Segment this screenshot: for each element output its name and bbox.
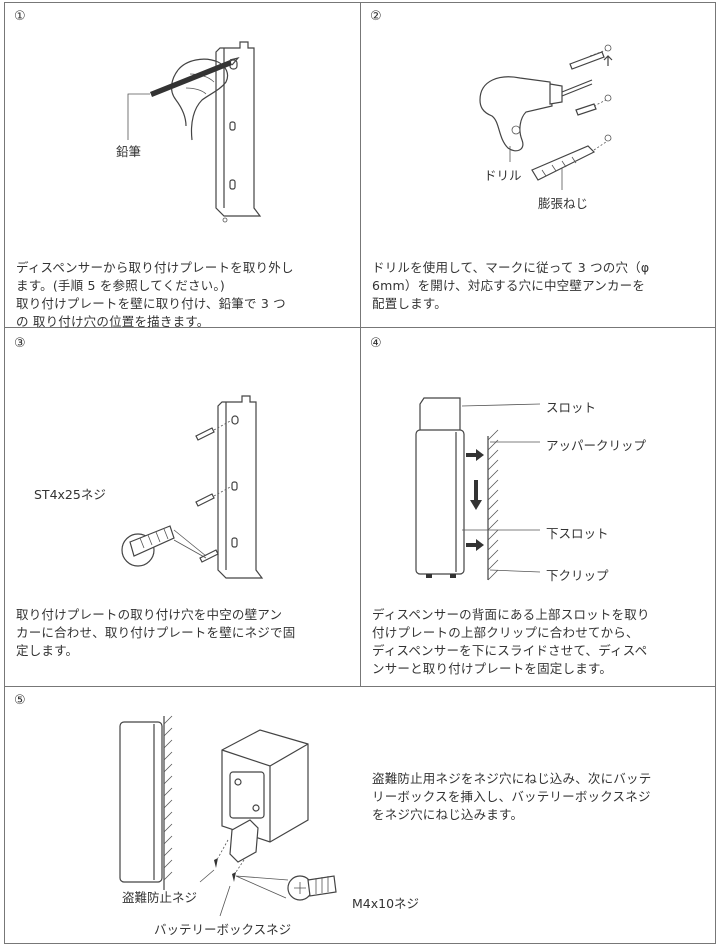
step-4-illustration: [415, 397, 541, 581]
step-3-illustration: [121, 395, 264, 579]
m4-screw-label: M4x10ネジ: [352, 896, 420, 911]
step-5-description: 盗難防止用ネジをネジ穴にねじ込み、次にバッテ リーボックスを挿入し、バッテリーボ…: [372, 771, 652, 822]
step-1-number: ①: [14, 9, 26, 24]
drill-label: ドリル: [484, 168, 522, 183]
slot-label: スロット: [546, 400, 597, 415]
step-5-illustration: [119, 715, 337, 917]
step-1-description: ディスペンサーから取り付けプレートを取り外し ます。(手順 5 を参照してくださ…: [16, 260, 294, 329]
antitheft-screw-label: 盗難防止ネジ: [122, 890, 198, 905]
step-5-number: ⑤: [14, 693, 26, 708]
screw-label: ST4x25ネジ: [34, 487, 106, 502]
step-4-number: ④: [370, 336, 382, 351]
step-2-description: ドリルを使用して、マークに従って 3 つの穴（φ 6mm）を開け、対応する穴に中…: [372, 260, 650, 311]
step-3-number: ③: [14, 336, 26, 351]
column-divider-top: [360, 2, 361, 327]
step-2-number: ②: [370, 9, 382, 24]
battery-box-screw-label: バッテリーボックスネジ: [154, 922, 292, 937]
column-divider-middle: [360, 327, 361, 686]
upper-clip-label: アッパークリップ: [546, 438, 647, 453]
lower-clip-label: 下クリップ: [546, 568, 609, 583]
row-divider-2: [4, 686, 716, 687]
anchor-label: 膨張ねじ: [538, 196, 589, 211]
step-4-description: ディスペンサーの背面にある上部スロットを取り 付けプレートの上部クリップに合わせ…: [372, 607, 650, 676]
lower-slot-label: 下スロット: [546, 526, 609, 541]
step-2-illustration: [479, 44, 613, 190]
step-3-description: 取り付けプレートの取り付け穴を中空の壁アン カーに合わせ、取り付けプレートを壁に…: [16, 607, 296, 658]
step-1-illustration: [127, 41, 262, 223]
pencil-label: 鉛筆: [116, 144, 142, 159]
